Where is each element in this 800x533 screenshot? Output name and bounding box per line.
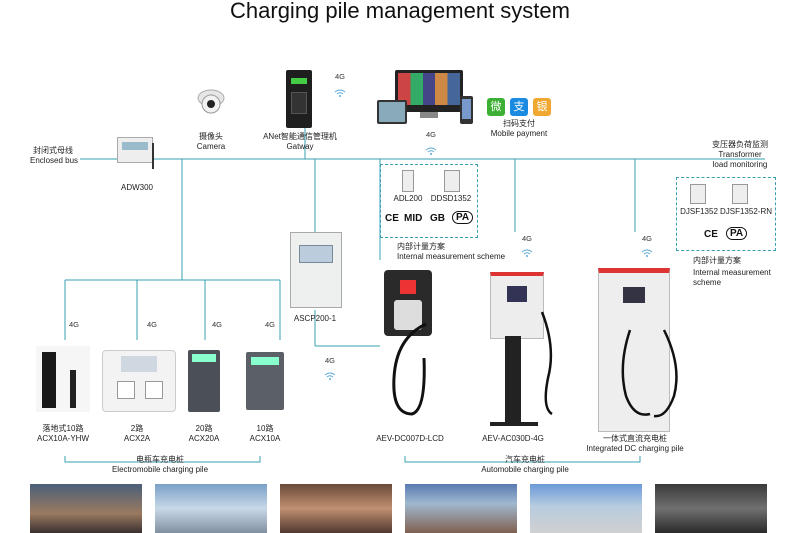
network-label: 4G bbox=[425, 130, 436, 139]
photo-parking bbox=[655, 484, 767, 533]
network-label: 4G bbox=[521, 234, 532, 243]
pa-mark: PA bbox=[726, 227, 748, 240]
network-label: 4G bbox=[146, 320, 157, 329]
adw300-device-icon bbox=[117, 137, 153, 163]
photo-towers bbox=[155, 484, 267, 533]
gb-mark: GB bbox=[430, 213, 445, 224]
charging-cable-icon bbox=[392, 322, 427, 416]
acx10a-device-icon bbox=[246, 352, 284, 410]
charging-cable-icon bbox=[621, 329, 678, 418]
charger-pedestal-icon bbox=[505, 336, 521, 422]
ims-label-en: Internal measurement scheme bbox=[397, 252, 506, 261]
photo-factory bbox=[530, 484, 642, 533]
automobile-group-label-cn: 汽车充电桩 bbox=[505, 455, 545, 464]
bus-label-cn: 封闭式母线 bbox=[33, 146, 73, 155]
ascp200-device-icon bbox=[290, 232, 342, 308]
camera-label-en: Camera bbox=[196, 142, 226, 151]
integrated-dc-charger-icon bbox=[598, 268, 670, 432]
wifi-icon bbox=[521, 244, 533, 262]
network-label: 4G bbox=[641, 234, 652, 243]
meter-box-right bbox=[676, 177, 776, 251]
photo-residential bbox=[30, 484, 142, 533]
monitor-stand-icon bbox=[420, 112, 438, 118]
pa-mark: PA bbox=[452, 211, 474, 224]
transformer-label-en-1: Transformer bbox=[718, 150, 762, 159]
djsf1352-rn-meter-icon bbox=[732, 184, 748, 204]
payment-label-en: Mobile payment bbox=[490, 129, 548, 138]
ims2-label-en-2: scheme bbox=[693, 278, 722, 287]
integrated-dc-label-en: Integrated DC charging pile bbox=[586, 444, 684, 453]
photo-campus bbox=[405, 484, 517, 533]
unionpay-icon: 银 bbox=[533, 98, 551, 116]
photo-mall bbox=[280, 484, 392, 533]
acx20a-label-cn: 20路 bbox=[195, 424, 213, 433]
ce-mark: CE bbox=[704, 229, 718, 240]
ddsd1352-meter-icon bbox=[444, 170, 460, 192]
ce-mark: CE bbox=[385, 213, 399, 224]
automobile-group-label-en: Automobile charging pile bbox=[481, 465, 569, 474]
phone-icon bbox=[460, 96, 473, 124]
electromobile-group-label-en: Electromobile charging pile bbox=[111, 465, 209, 474]
transformer-label-cn: 变压器负荷监测 bbox=[712, 140, 768, 149]
camera-icon bbox=[196, 88, 226, 116]
electromobile-group-label-cn: 电瓶车充电桩 bbox=[136, 455, 184, 464]
acx10a-label-cn: 10路 bbox=[256, 424, 274, 433]
gateway-label-en: Gatway bbox=[286, 142, 314, 151]
gateway-label-cn: ANet智能通信管理机 bbox=[263, 132, 337, 141]
camera-label-cn: 摄像头 bbox=[199, 132, 223, 141]
wifi-icon bbox=[324, 367, 336, 385]
acx10a-yhw-label-cn: 落地式10路 bbox=[42, 424, 84, 433]
aev-dc007d-charger-icon bbox=[384, 270, 432, 336]
wechat-pay-icon: 微 bbox=[487, 98, 505, 116]
network-label: 4G bbox=[264, 320, 275, 329]
network-label: 4G bbox=[334, 72, 345, 81]
integrated-dc-label-cn: 一体式直流充电桩 bbox=[603, 434, 667, 443]
acx20a-device-icon bbox=[188, 350, 220, 412]
transformer-label-en-2: load monitoring bbox=[712, 160, 768, 169]
ims2-label-en-1: Internal measurement bbox=[693, 268, 771, 277]
acx2a-device-icon bbox=[102, 350, 176, 412]
meter-box-left bbox=[380, 164, 478, 238]
ac030d-label: AEV-AC030D-4G bbox=[482, 434, 544, 443]
acx10a-yhw-device-icon bbox=[36, 346, 90, 412]
adl200-meter-icon bbox=[402, 170, 414, 192]
ddsd1352-label: DDSD1352 bbox=[430, 194, 472, 203]
wifi-icon bbox=[425, 142, 437, 160]
acx20a-label: ACX20A bbox=[188, 434, 220, 443]
network-label: 4G bbox=[211, 320, 222, 329]
network-label: 4G bbox=[68, 320, 79, 329]
antenna-icon bbox=[152, 143, 154, 169]
alipay-icon: 支 bbox=[510, 98, 528, 116]
gateway-device-icon bbox=[286, 70, 312, 128]
mid-mark: MID bbox=[404, 213, 423, 224]
tablet-icon bbox=[377, 100, 407, 124]
dc007d-label: AEV-DC007D-LCD bbox=[376, 434, 444, 443]
network-label: 4G bbox=[324, 356, 335, 365]
adl200-label: ADL200 bbox=[393, 194, 423, 203]
acx2a-label-cn: 2路 bbox=[130, 424, 144, 433]
payment-label-cn: 扫码支付 bbox=[503, 119, 535, 128]
acx10a-label: ACX10A bbox=[249, 434, 281, 443]
bus-label-en: Enclosed bus bbox=[30, 156, 79, 165]
djsf1352-meter-icon bbox=[690, 184, 706, 204]
charger-base-icon bbox=[490, 422, 538, 426]
wifi-icon bbox=[334, 84, 346, 102]
wifi-icon bbox=[641, 244, 653, 262]
djsf1352-rn-label: DJSF1352-RN bbox=[719, 207, 772, 216]
aev-ac030d-charger-icon bbox=[490, 272, 544, 339]
page-title: Charging pile management system bbox=[230, 0, 570, 23]
ims2-label-cn: 内部计量方案 bbox=[693, 256, 741, 265]
acx10a-yhw-label: ACX10A-YHW bbox=[36, 434, 89, 443]
acx2a-label: ACX2A bbox=[123, 434, 151, 443]
ims-label-cn: 内部计量方案 bbox=[397, 242, 445, 251]
ascp200-label: ASCP200-1 bbox=[293, 314, 337, 323]
djsf1352-label: DJSF1352 bbox=[680, 207, 718, 216]
charging-cable-icon bbox=[540, 311, 553, 416]
adw300-label: ADW300 bbox=[120, 183, 153, 192]
